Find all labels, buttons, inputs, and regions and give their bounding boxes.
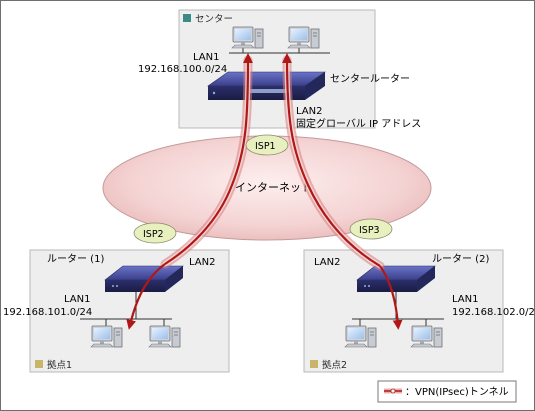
isp2-node: ISP2 — [133, 222, 177, 244]
legend-box — [377, 380, 517, 403]
branch2-lan1-subnet: 192.168.102.0/24 — [452, 307, 535, 318]
isp2-label: ISP2 — [143, 229, 164, 240]
branch1-lan1-subnet: 192.168.101.0/24 — [3, 307, 92, 318]
center-pc-2-icon — [287, 26, 320, 49]
branch1-lan2-label: LAN2 — [189, 257, 215, 268]
center-lan2-label: LAN2 — [296, 106, 322, 117]
isp3-node: ISP3 — [349, 218, 393, 240]
branch1-site-name: 拠点1 — [47, 359, 72, 371]
branch1-site-tab — [35, 360, 43, 368]
center-lan1-label: LAN1 — [193, 52, 219, 63]
internet-cloud: インターネット — [102, 135, 432, 241]
branch2-site: 拠点2 ルーター (2) LAN2 LAN1 192.168.102.0/24 — [303, 249, 535, 373]
center-lan1-subnet: 192.168.100.0/24 — [138, 64, 227, 75]
branch1-site: 拠点1 ルーター (1) LAN2 LAN1 192.168.101.0/24 — [3, 249, 230, 373]
center-site-name: センター — [195, 14, 233, 25]
branch2-pc-2-icon — [410, 325, 443, 348]
center-lan2-note: 固定グローバル IP アドレス — [296, 117, 421, 130]
legend: ：VPN(IPsec)トンネル — [377, 380, 517, 403]
branch1-lan1-label: LAN1 — [64, 294, 90, 305]
branch2-pc-1-icon — [344, 325, 377, 348]
branch1-pc-2-icon — [148, 325, 181, 348]
tunnel-2-arrow-down — [379, 265, 403, 330]
center-site-box — [178, 9, 376, 129]
isp3-label: ISP3 — [359, 225, 380, 236]
center-site: センター LAN1 192.168.100.0/24 センタールーター LAN2… — [138, 9, 421, 130]
tunnel-1-arrow-down — [126, 263, 166, 330]
center-router-icon — [207, 71, 326, 100]
branch1-router-label: ルーター (1) — [47, 253, 104, 265]
legend-label: ：VPN(IPsec)トンネル — [405, 386, 509, 398]
isp1-node: ISP1 — [245, 134, 289, 156]
vpn-tunnels — [126, 53, 403, 330]
branch2-site-box — [303, 249, 504, 373]
internet-label: インターネット — [235, 181, 312, 194]
branch2-router-label: ルーター (2) — [432, 253, 489, 265]
center-pc-1-icon — [231, 26, 264, 49]
center-router-label: センタールーター — [330, 73, 410, 85]
branch1-pc-1-icon — [90, 325, 123, 348]
branch2-lan1-label: LAN1 — [452, 294, 478, 305]
branch2-site-name: 拠点2 — [322, 359, 347, 371]
center-site-tab — [183, 14, 191, 22]
branch2-lan2-label: LAN2 — [314, 257, 340, 268]
isp1-label: ISP1 — [255, 141, 276, 152]
branch2-site-tab — [310, 360, 318, 368]
tunnel-2-arrow-up — [282, 53, 381, 267]
tunnel-1-arrow-up — [164, 53, 253, 265]
